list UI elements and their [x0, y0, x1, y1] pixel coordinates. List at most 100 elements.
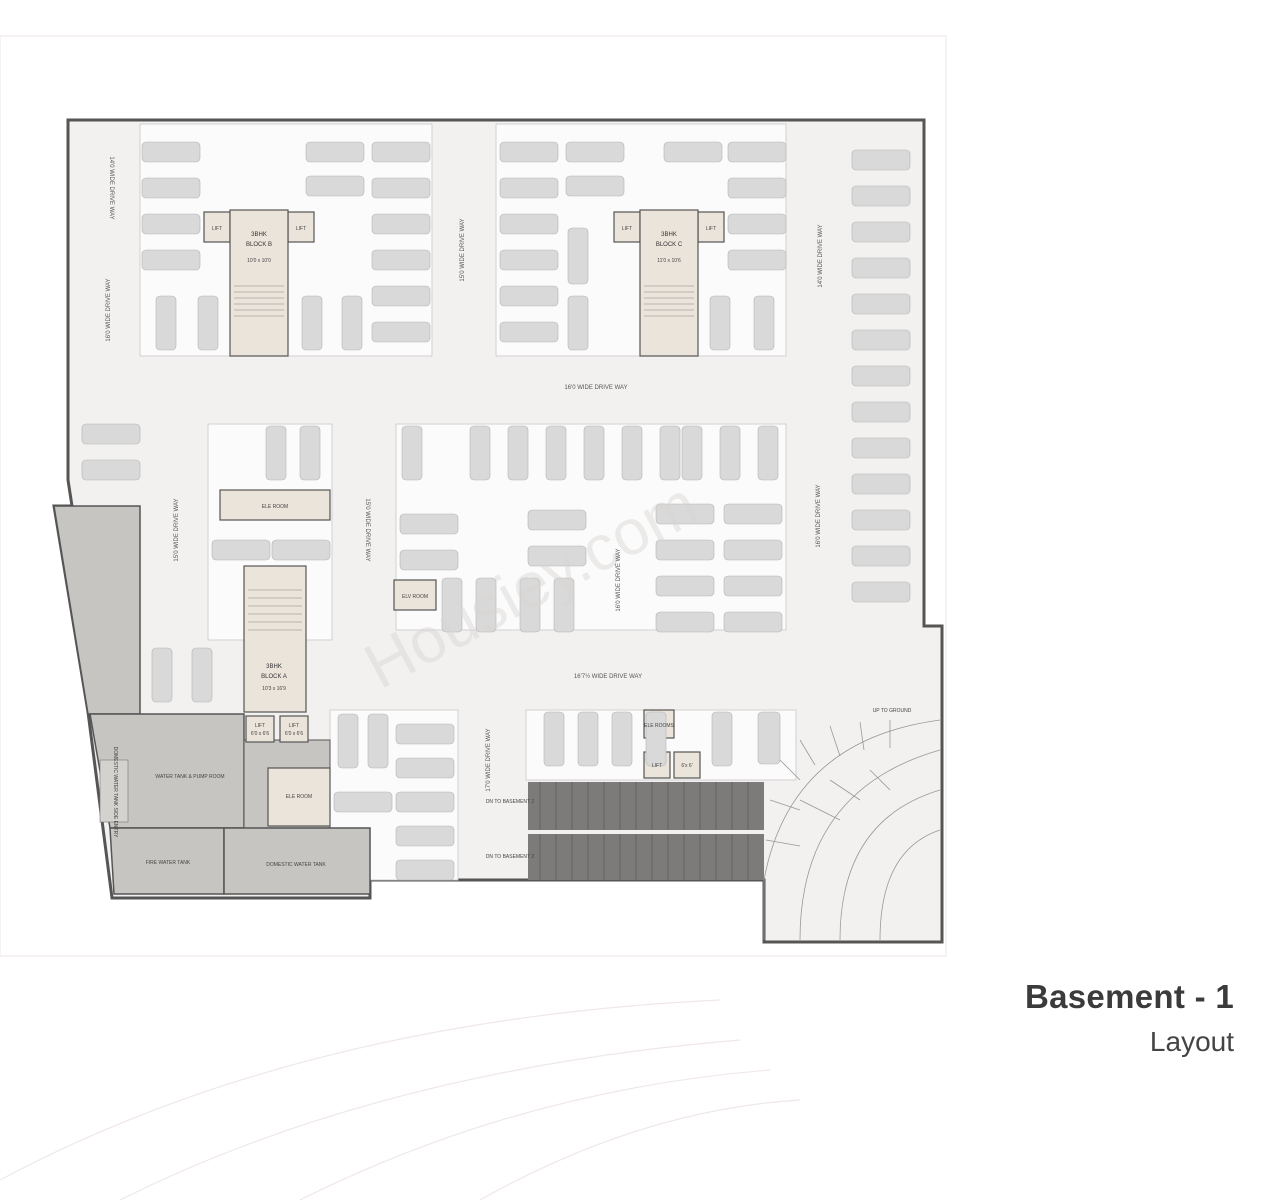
car-slot: [305, 175, 365, 197]
car-slot: [851, 473, 911, 495]
ele-rooms-3-label: ELE ROOMS: [644, 723, 674, 729]
car-slot: [727, 213, 787, 235]
car-slot: [723, 575, 783, 597]
car-slot: [723, 611, 783, 633]
car-slot: [507, 425, 529, 481]
core-c-block: BLOCK C: [656, 242, 683, 248]
car-slot: [565, 175, 625, 197]
car-slot: [499, 177, 559, 199]
car-slot: [527, 509, 587, 531]
core-b-block: BLOCK B: [246, 242, 272, 248]
car-slot: [81, 423, 141, 445]
ramp-dn-1-label: DN TO BASEMENT 2: [486, 799, 535, 805]
water-tank-label: WATER TANK & PUMP ROOM: [155, 774, 224, 780]
car-slot: [645, 711, 667, 767]
car-slot: [851, 365, 911, 387]
car-slot: [371, 177, 431, 199]
stairs: [234, 285, 694, 631]
core-b-name: 3BHK: [251, 232, 267, 238]
drive-bottom-horiz: 16'7½ WIDE DRIVE WAY: [574, 673, 642, 680]
car-slot: [401, 425, 423, 481]
core-b-lift-1: LIFT: [212, 226, 222, 232]
car-slot: [567, 227, 589, 285]
ramp-dn-2-label: DN TO BASEMENT 2: [486, 854, 535, 860]
car-slot: [655, 611, 715, 633]
car-slot: [395, 859, 455, 881]
car-slot: [299, 425, 321, 481]
car-slot: [663, 141, 723, 163]
car-slot: [395, 791, 455, 813]
car-slot: [191, 647, 213, 703]
core-c-size: 11'0 x 10'6: [657, 258, 681, 264]
car-slot: [851, 437, 911, 459]
drive-middle-horiz: 16'0 WIDE DRIVE WAY: [564, 385, 627, 391]
car-slot: [565, 141, 625, 163]
car-slot: [851, 293, 911, 315]
core-a-lift-size-2: 6'0 x 6'6: [285, 731, 304, 737]
car-slot: [151, 647, 173, 703]
car-slot: [141, 141, 201, 163]
car-slot: [197, 295, 219, 351]
car-slot: [711, 711, 733, 767]
car-slot: [469, 425, 491, 481]
core-a-size: 10'3 x 16'9: [262, 686, 286, 692]
car-slot: [499, 213, 559, 235]
car-slot: [211, 539, 271, 561]
car-slot: [655, 575, 715, 597]
car-slot: [527, 545, 587, 567]
car-slot: [851, 581, 911, 603]
car-slot: [371, 321, 431, 343]
core-a-name: 3BHK: [266, 664, 282, 670]
car-slot: [757, 711, 781, 765]
car-slot: [851, 401, 911, 423]
car-slot: [545, 425, 567, 481]
car-slot: [727, 249, 787, 271]
car-slot: [499, 285, 559, 307]
core-a-block: BLOCK A: [261, 674, 287, 680]
car-slot: [611, 711, 633, 767]
car-slot: [371, 285, 431, 307]
small-room-label: 6'x 6': [681, 763, 692, 769]
core-a-lift-1: LIFT: [255, 723, 265, 729]
core-blocks: [203, 209, 725, 827]
car-slot: [333, 791, 393, 813]
car-slots: [81, 141, 911, 881]
core-a-lift-size-1: 6'0 x 6'6: [251, 731, 270, 737]
car-slot: [723, 503, 783, 525]
elv-room-label: ELV ROOM: [402, 594, 428, 600]
drive-mid-center: 15'0 WIDE DRIVE WAY: [364, 498, 370, 561]
car-slot: [395, 825, 455, 847]
car-slot: [851, 221, 911, 243]
car-slot: [723, 539, 783, 561]
car-slot: [399, 549, 459, 571]
decorative-arcs: [0, 999, 801, 1200]
car-slot: [305, 141, 365, 163]
ramp-down: [528, 782, 764, 880]
car-slot: [367, 713, 389, 769]
car-slot: [753, 295, 775, 351]
car-slot: [371, 213, 431, 235]
drive-mid-right: 16'0 WIDE DRIVE WAY: [816, 484, 822, 547]
fire-tank-label: FIRE WATER TANK: [146, 860, 191, 866]
drive-center-1: 15'0 WIDE DRIVE WAY: [460, 218, 466, 281]
core-a-lift-2: LIFT: [289, 723, 299, 729]
car-slot: [567, 295, 589, 351]
car-slot: [851, 257, 911, 279]
ele-room-2-label: ELE ROOM: [286, 794, 312, 800]
car-slot: [81, 459, 141, 481]
drive-bottom-vert: 17'0 WIDE DRIVE WAY: [486, 728, 492, 791]
car-slot: [141, 213, 201, 235]
car-slot: [475, 577, 497, 633]
car-slot: [851, 149, 911, 171]
car-slot: [341, 295, 363, 351]
ele-room-label: ELE ROOM: [262, 504, 288, 510]
car-slot: [519, 577, 541, 633]
car-slot: [577, 711, 599, 767]
car-slot: [141, 177, 201, 199]
drive-right: 14'0 WIDE DRIVE WAY: [818, 224, 824, 287]
car-slot: [681, 425, 703, 481]
car-slot: [371, 141, 431, 163]
car-slot: [851, 509, 911, 531]
core-c-lift-1: LIFT: [622, 226, 632, 232]
car-slot: [757, 425, 779, 481]
